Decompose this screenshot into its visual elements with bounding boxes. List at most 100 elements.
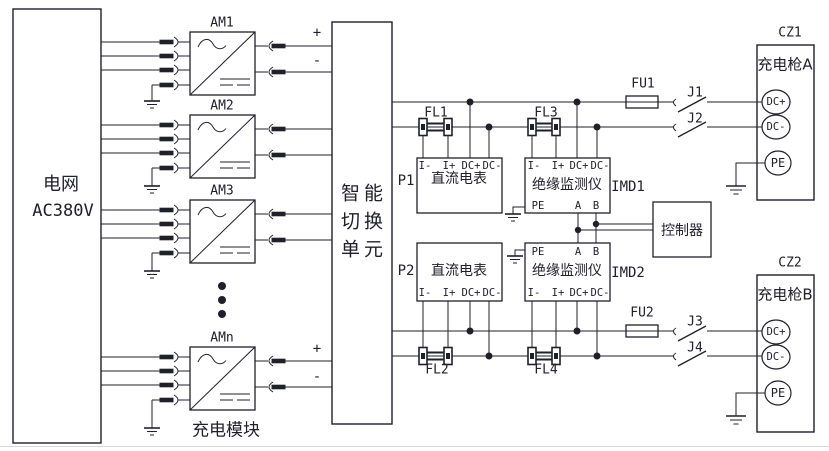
polarity-plus-bottom: + bbox=[312, 341, 322, 357]
imd2-pe-ground-icon bbox=[507, 249, 525, 264]
switch-unit-label-2: 切换 bbox=[340, 210, 388, 233]
insulation-monitor-imd1-box bbox=[524, 157, 611, 214]
contactor-label-j1: J1 bbox=[687, 85, 703, 101]
charging-gun-cz2 bbox=[726, 274, 815, 433]
charge-module-am1 bbox=[101, 31, 332, 109]
ellipsis-dots-icon bbox=[218, 282, 226, 318]
fuse-label-fu1: FU1 bbox=[631, 76, 655, 92]
imd1-terminal-a: A bbox=[574, 200, 582, 212]
dc-meter-p2-box bbox=[416, 242, 503, 302]
p1-terminal-i-plus: I+ bbox=[442, 160, 456, 172]
charging-gun-cz1 bbox=[726, 44, 815, 201]
dc-output-connectors bbox=[255, 355, 332, 393]
ground-icon bbox=[726, 415, 746, 425]
grid-label-line1: 电网 bbox=[43, 174, 79, 195]
ac-input-connectors bbox=[101, 119, 190, 174]
imd2-name: 绝缘监测仪 bbox=[532, 263, 602, 279]
polarity-minus-top: - bbox=[312, 53, 322, 69]
contactor-j3-icon bbox=[673, 325, 707, 342]
module-label-am2: AM2 bbox=[210, 98, 234, 114]
terminal-dc-plus bbox=[761, 319, 791, 345]
meter-tag-p1: P1 bbox=[397, 173, 415, 189]
smart-switch-unit-box bbox=[331, 21, 393, 425]
imd2-tag: IMD2 bbox=[611, 265, 645, 281]
meter-name-1: 直流电表 bbox=[431, 171, 487, 187]
p2-terminal-i-plus: I+ bbox=[442, 287, 456, 299]
contactor-label-j3: J3 bbox=[687, 314, 703, 330]
ac-sine-icon bbox=[197, 207, 227, 218]
p2-terminal-dc-minus: DC- bbox=[482, 287, 502, 299]
dc-output-connectors bbox=[255, 208, 332, 246]
controller-name: 控制器 bbox=[661, 223, 703, 239]
dc-output-connectors bbox=[255, 123, 332, 161]
acdc-diagonal bbox=[189, 346, 256, 411]
terminal-dc-minus bbox=[761, 344, 791, 370]
contactor-j4-icon bbox=[673, 350, 707, 367]
power-grid-box bbox=[12, 8, 102, 444]
imd2-terminal-pe: PE bbox=[531, 246, 545, 258]
imd1-pe-ground-icon bbox=[505, 206, 525, 222]
terminal-dc-plus bbox=[761, 89, 791, 115]
gun-tag-cz2: CZ2 bbox=[778, 255, 802, 271]
p1-terminal-dc-plus: DC+ bbox=[461, 160, 481, 172]
switch-unit-label-3: 单元 bbox=[340, 238, 388, 261]
contactor-j1-icon bbox=[673, 96, 707, 113]
charge-module-am2 bbox=[101, 114, 332, 194]
imd2-terminal-b: B bbox=[592, 246, 600, 258]
contactor-label-j4: J4 bbox=[687, 340, 703, 356]
imd1-terminal-pe: PE bbox=[531, 200, 545, 212]
filter-fl1-icon bbox=[418, 117, 453, 137]
ac-input-connectors bbox=[101, 36, 190, 91]
cz1-pe-label: PE bbox=[770, 156, 786, 170]
filter-fl2-icon bbox=[418, 346, 453, 366]
imd1-terminal-dc-plus: DC+ bbox=[569, 160, 589, 172]
grid-label-line2: AC380V bbox=[32, 201, 94, 221]
ground-icon bbox=[144, 168, 160, 194]
imd2-taps bbox=[531, 301, 598, 356]
ac-input-connectors bbox=[101, 204, 190, 259]
ground-icon bbox=[144, 400, 160, 436]
dc-meter-p1-box bbox=[416, 157, 503, 214]
cz1-dc-minus-label: DC- bbox=[766, 121, 786, 133]
imd2-terminal-dc-minus: DC- bbox=[590, 287, 610, 299]
meter-p2-taps bbox=[422, 301, 490, 356]
junction-dots-top bbox=[466, 98, 601, 131]
gun-tag-cz1: CZ1 bbox=[778, 25, 802, 41]
ac-sine-icon bbox=[197, 354, 227, 365]
imd1-terminal-b: B bbox=[592, 200, 600, 212]
gun-name-b: 充电枪B bbox=[757, 285, 813, 304]
filter-label-fl4: FL4 bbox=[534, 362, 558, 378]
controller-box bbox=[652, 201, 712, 258]
junction-dots-bottom bbox=[466, 327, 601, 360]
imd2-terminal-dc-plus: DC+ bbox=[569, 287, 589, 299]
filter-label-fl2: FL2 bbox=[425, 362, 449, 378]
polarity-minus-bottom: - bbox=[312, 369, 322, 385]
filter-fl4-icon bbox=[527, 346, 561, 366]
gun-name-a: 充电枪A bbox=[757, 55, 813, 74]
filter-label-fl3: FL3 bbox=[534, 105, 558, 121]
module-label-am1: AM1 bbox=[210, 15, 234, 31]
imd1-terminal-i-minus: I- bbox=[527, 160, 541, 172]
meter-name-2: 直流电表 bbox=[431, 263, 487, 279]
p1-terminal-i-minus: I- bbox=[418, 160, 432, 172]
dc-output-connectors bbox=[255, 40, 332, 78]
switch-unit-label-1: 智能 bbox=[340, 182, 388, 205]
terminal-dc-minus bbox=[761, 114, 791, 140]
imd2-terminal-i-plus: I+ bbox=[551, 287, 565, 299]
charge-module-am3 bbox=[101, 199, 332, 279]
fuse-fu2-icon bbox=[625, 324, 659, 338]
filter-label-fl1: FL1 bbox=[424, 105, 448, 121]
meter-tag-p2: P2 bbox=[397, 263, 415, 279]
ac-input-connectors bbox=[101, 351, 190, 406]
acdc-diagonal bbox=[189, 199, 256, 264]
imd1-name: 绝缘监测仪 bbox=[532, 177, 602, 193]
imd2-terminal-i-minus: I- bbox=[527, 287, 541, 299]
imd1-terminal-dc-minus: DC- bbox=[590, 160, 610, 172]
module-label-am3: AM3 bbox=[210, 183, 234, 199]
p1-terminal-dc-minus: DC- bbox=[482, 160, 502, 172]
ac-sine-icon bbox=[197, 122, 227, 133]
cz2-dc-plus-label: DC+ bbox=[766, 326, 786, 338]
imd1-terminal-i-plus: I+ bbox=[551, 160, 565, 172]
